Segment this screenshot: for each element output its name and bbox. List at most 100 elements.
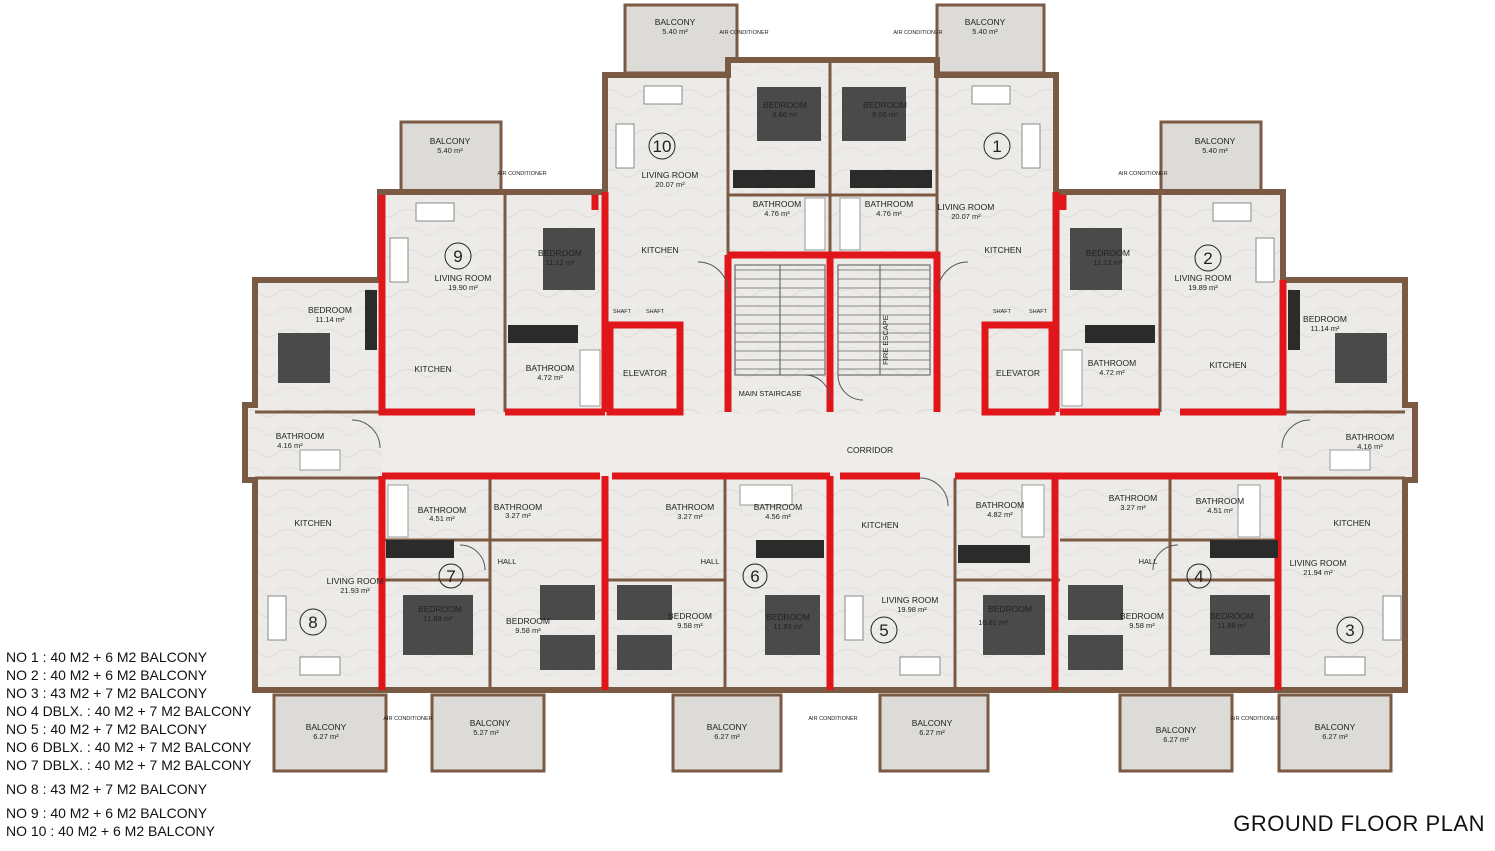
unit-7-bedroom-area: 11.88 m² bbox=[423, 614, 453, 623]
unit-2-bathroom-label: BATHROOM bbox=[1088, 358, 1136, 368]
unit-8-living-area: 21.93 m² bbox=[340, 586, 370, 595]
unit-7-balcony-label: BALCONY bbox=[470, 718, 511, 728]
fire-escape-label: FIRE ESCAPE bbox=[881, 315, 890, 365]
unit-8-balcony-area: 6.27 m² bbox=[313, 732, 339, 741]
elevator-label-left: ELEVATOR bbox=[623, 368, 667, 378]
unit-3-bedroom-label: BEDROOM bbox=[1303, 314, 1347, 324]
unit-10-kitchen-label: KITCHEN bbox=[641, 245, 678, 255]
unit-7-bedroom2-area: 9.58 m² bbox=[515, 626, 541, 635]
unit-1-bathroom-label: BATHROOM bbox=[865, 199, 913, 209]
unit-1-marker bbox=[983, 132, 1011, 160]
unit-5-bathroom-area: 4.82 m² bbox=[987, 510, 1013, 519]
unit-1-bedroom-label: BEDROOM bbox=[863, 100, 907, 110]
unit-10-living-area: 20.07 m² bbox=[655, 180, 685, 189]
unit-10-bedroom-area: 9.66 m² bbox=[772, 110, 798, 119]
unit-7-marker bbox=[438, 563, 464, 589]
unit-2-bathroom-area: 4.72 m² bbox=[1099, 368, 1125, 377]
ac-label-7: AIR CONDITIONER bbox=[1230, 716, 1279, 722]
shaft-label-4: SHAFT bbox=[1029, 309, 1048, 315]
legend-item: NO 1 : 40 M2 + 6 M2 BALCONY bbox=[6, 649, 208, 665]
top-balconies bbox=[399, 3, 1263, 196]
ac-label-1: AIR CONDITIONER bbox=[719, 30, 768, 36]
unit-2-bedroom-area: 11.12 m² bbox=[1093, 258, 1123, 267]
unit-3-bedroom-area: 11.14 m² bbox=[1310, 324, 1340, 333]
unit-8-bathroom-label: BATHROOM bbox=[276, 431, 324, 441]
shaft-label-2: SHAFT bbox=[646, 309, 665, 315]
unit-6-bathroom-label: BATHROOM bbox=[754, 502, 802, 512]
unit-4-bathroom-area: 4.51 m² bbox=[1207, 506, 1233, 515]
unit-7-balcony-area: 5.27 m² bbox=[473, 728, 499, 737]
unit-6-balcony-area: 6.27 m² bbox=[714, 732, 740, 741]
ac-label-5: AIR CONDITIONER bbox=[383, 716, 432, 722]
unit-6-bathroom2-area: 3.27 m² bbox=[677, 512, 703, 521]
unit-9-balcony-label: BALCONY bbox=[430, 136, 471, 146]
unit-4-number: 4 bbox=[1194, 567, 1203, 586]
shaft-label-1: SHAFT bbox=[613, 309, 632, 315]
unit-9-bathroom-area: 4.72 m² bbox=[537, 373, 563, 382]
unit-4-bedroom2-area: 9.58 m² bbox=[1129, 621, 1155, 630]
unit-6-marker bbox=[742, 563, 768, 589]
corridor-label: CORRIDOR bbox=[847, 445, 893, 455]
unit-8-living-label: LIVING ROOM bbox=[327, 576, 384, 586]
unit-4-marker bbox=[1186, 563, 1212, 589]
legend-item: NO 10 : 40 M2 + 6 M2 BALCONY bbox=[6, 823, 215, 839]
main-staircase bbox=[734, 264, 826, 376]
wardrobes bbox=[365, 170, 1300, 563]
unit-7-bathroom-area: 4.51 m² bbox=[429, 514, 455, 523]
unit-5-bedroom-area: 10.81 m² bbox=[978, 618, 1008, 627]
unit-2-living-area: 19.89 m² bbox=[1188, 283, 1218, 292]
unit-6-bedroom2-label: BEDROOM bbox=[668, 611, 712, 621]
unit-6-bedroom-area: 11.93 m² bbox=[773, 622, 803, 631]
unit-7-bedroom2-label: BEDROOM bbox=[506, 616, 550, 626]
elevator-label-right: ELEVATOR bbox=[996, 368, 1040, 378]
unit-1-number: 1 bbox=[992, 137, 1001, 156]
unit-legend: NO 1 : 40 M2 + 6 M2 BALCONY NO 2 : 40 M2… bbox=[6, 648, 252, 840]
legend-item: NO 6 DBLX. : 40 M2 + 7 M2 BALCONY bbox=[6, 739, 252, 755]
hall-label-6: HALL bbox=[701, 557, 720, 566]
unit-10-balcony-area: 5.40 m² bbox=[662, 27, 688, 36]
staircase-label: MAIN STAIRCASE bbox=[739, 389, 802, 398]
unit-2-bedroom-label: BEDROOM bbox=[1086, 248, 1130, 258]
hall-label-7: HALL bbox=[498, 557, 517, 566]
bottom-balconies bbox=[272, 693, 1393, 773]
unit-9-living-label: LIVING ROOM bbox=[435, 273, 492, 283]
unit-10-living-label: LIVING ROOM bbox=[642, 170, 699, 180]
unit-9-kitchen-label: KITCHEN bbox=[414, 364, 451, 374]
unit-8-balcony-label: BALCONY bbox=[306, 722, 347, 732]
unit-1-living-area: 20.07 m² bbox=[951, 212, 981, 221]
legend-item: NO 8 : 43 M2 + 7 M2 BALCONY bbox=[6, 781, 208, 797]
unit-6-bedroom-label: BEDROOM bbox=[766, 612, 810, 622]
unit-7-number: 7 bbox=[446, 567, 455, 586]
legend-item: NO 2 : 40 M2 + 6 M2 BALCONY bbox=[6, 667, 208, 683]
corridor bbox=[382, 414, 1278, 476]
unit-4-bedroom-area: 11.88 m² bbox=[1217, 621, 1247, 630]
unit-4-balcony-area: 6.27 m² bbox=[1163, 735, 1189, 744]
ac-label-4: AIR CONDITIONER bbox=[1118, 171, 1167, 177]
hall-label-4: HALL bbox=[1139, 557, 1158, 566]
unit-2-marker bbox=[1194, 244, 1222, 272]
unit-10-number: 10 bbox=[653, 137, 672, 156]
unit-9-bathroom-label: BATHROOM bbox=[526, 363, 574, 373]
core-walls bbox=[378, 192, 1287, 690]
unit-3-balcony-label: BALCONY bbox=[1315, 722, 1356, 732]
unit-8-kitchen-label: KITCHEN bbox=[294, 518, 331, 528]
unit-3-bathroom-area: 4.16 m² bbox=[1357, 442, 1383, 451]
unit-7-bathroom-label: BATHROOM bbox=[418, 505, 466, 515]
unit-9-balcony-area: 5.40 m² bbox=[437, 146, 463, 155]
unit-10-bathroom-area: 4.76 m² bbox=[764, 209, 790, 218]
unit-7-bathroom2-label: BATHROOM bbox=[494, 502, 542, 512]
ac-label-2: AIR CONDITIONER bbox=[893, 30, 942, 36]
unit-5-number: 5 bbox=[879, 621, 888, 640]
unit-7-bathroom2-area: 3.27 m² bbox=[505, 511, 531, 520]
unit-8-bathroom-area: 4.16 m² bbox=[277, 441, 303, 450]
unit-5-kitchen-label: KITCHEN bbox=[861, 520, 898, 530]
unit-6-number: 6 bbox=[750, 567, 759, 586]
unit-3-living-label: LIVING ROOM bbox=[1290, 558, 1347, 568]
furniture bbox=[278, 87, 1387, 670]
unit-3-bathroom-label: BATHROOM bbox=[1346, 432, 1394, 442]
stair-steps bbox=[735, 269, 930, 370]
unit-4-bedroom-label: BEDROOM bbox=[1210, 611, 1254, 621]
unit-8-number: 8 bbox=[308, 613, 317, 632]
